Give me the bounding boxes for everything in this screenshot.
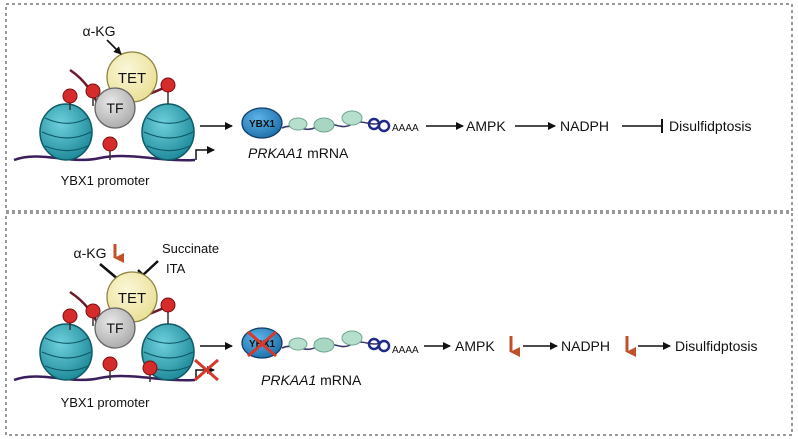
methyl-group xyxy=(85,303,101,326)
alpha-kg-label: α-KG xyxy=(74,245,107,261)
ribosome xyxy=(288,337,308,351)
tss-arrow xyxy=(195,146,215,160)
methyl-group xyxy=(85,83,101,106)
block-cross-icon xyxy=(194,358,219,382)
tet-label: TET xyxy=(118,290,146,307)
promoter-label: YBX1 promoter xyxy=(61,395,151,410)
nucleosome xyxy=(141,103,195,161)
methyl-group xyxy=(62,88,78,110)
methyl-group xyxy=(142,360,158,382)
ybx1-block-cross-icon xyxy=(247,330,277,358)
ybx1-label: YBX1 xyxy=(249,119,276,130)
tf-label: TF xyxy=(106,320,123,336)
tf-protein xyxy=(94,87,136,129)
nucleosome xyxy=(39,103,93,161)
bottom-panel: α-KG Succinate ITA xyxy=(13,241,757,410)
tet-label: TET xyxy=(118,70,146,87)
inhibition-line xyxy=(142,260,159,276)
polya-label: AAAA xyxy=(392,123,419,134)
promoter-label: YBX1 promoter xyxy=(61,173,151,188)
methyl-group xyxy=(102,136,118,160)
methyl-group xyxy=(62,308,78,330)
outcome-label: Disulfidptosis xyxy=(669,118,751,134)
ribosome xyxy=(341,110,363,126)
alpha-kg-arrow xyxy=(106,39,122,55)
ita-label: ITA xyxy=(166,261,186,276)
top-panel-border xyxy=(5,3,793,212)
methyl-group xyxy=(160,77,176,104)
mrna-label: PRKAA1 mRNA xyxy=(261,372,362,388)
polya-label: AAAA xyxy=(392,345,419,356)
ribosome xyxy=(341,330,363,346)
nadph-label: NADPH xyxy=(560,118,609,134)
polya-coils xyxy=(367,337,391,353)
methyl-group xyxy=(102,356,118,380)
nadph-label: NADPH xyxy=(561,338,610,354)
succinate-label: Succinate xyxy=(162,241,219,256)
ybx1-protein xyxy=(241,107,283,139)
methyl-group xyxy=(160,297,176,324)
ribosome xyxy=(313,337,335,353)
ampk-label: AMPK xyxy=(466,118,506,134)
outcome-label: Disulfidptosis xyxy=(675,338,757,354)
tf-label: TF xyxy=(106,100,123,116)
mrna-label: PRKAA1 mRNA xyxy=(248,145,349,161)
alpha-kg-label: α-KG xyxy=(83,23,116,39)
ampk-label: AMPK xyxy=(455,338,495,354)
ribosome xyxy=(313,117,335,133)
top-panel: TET TF α-KG YBX1 promoter YBX1 AAAA PRK xyxy=(13,23,751,188)
polya-coils xyxy=(367,117,391,133)
tf-protein xyxy=(94,307,136,349)
nucleosome xyxy=(39,323,93,381)
bottom-panel-border xyxy=(5,212,793,436)
ribosome xyxy=(288,117,308,131)
